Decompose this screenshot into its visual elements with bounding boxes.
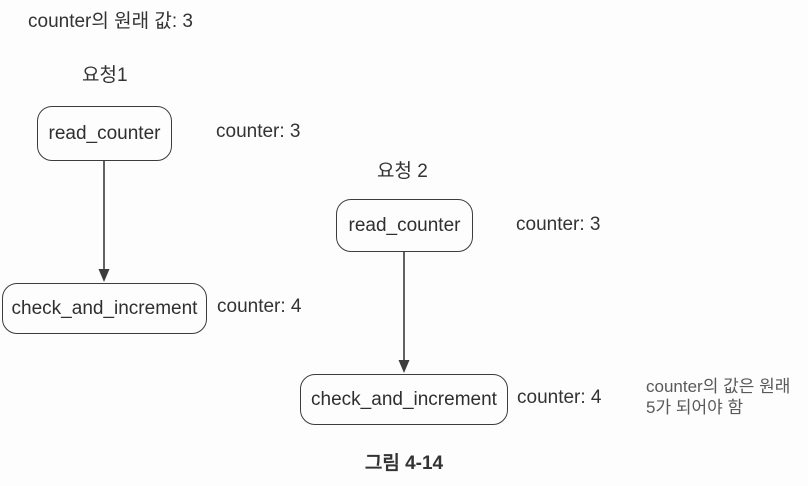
request1-check-and-increment-node: check_and_increment [2, 283, 207, 334]
figure-caption: 그림 4-14 [364, 453, 444, 474]
expected-value-note-line1: counter의 값은 원래 [646, 377, 791, 396]
expected-value-note-line2: 5가 되어야 함 [646, 398, 744, 417]
initial-counter-label: counter의 원래 값: 3 [28, 11, 193, 32]
request1-title: 요청1 [82, 65, 128, 86]
request1-read-counter-node: read_counter [37, 106, 172, 161]
request1-flow-arrow-icon [98, 161, 110, 282]
request2-flow-arrow-icon [398, 252, 410, 373]
request2-read-counter-annotation: counter: 3 [516, 214, 601, 235]
expected-value-note: counter의 값은 원래 5가 되어야 함 [646, 376, 790, 418]
request2-check-and-increment-annotation: counter: 4 [517, 387, 602, 408]
request2-read-counter-node: read_counter [336, 199, 473, 252]
request2-title: 요청 2 [377, 161, 428, 182]
request1-check-and-increment-annotation: counter: 4 [217, 296, 302, 317]
request1-read-counter-annotation: counter: 3 [216, 121, 301, 142]
request2-check-and-increment-node: check_and_increment [300, 374, 508, 425]
